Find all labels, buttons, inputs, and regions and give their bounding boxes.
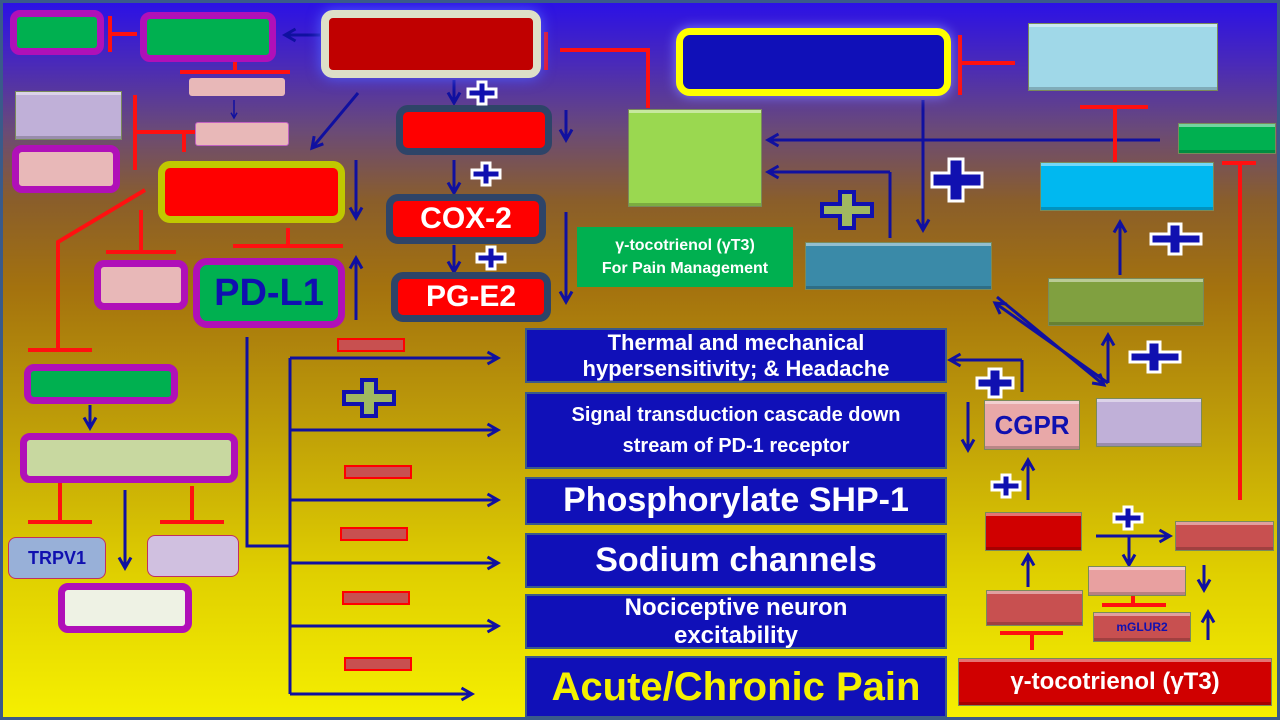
trpv1-label: TRPV1 — [27, 547, 87, 568]
pge2-label: PG-E2 — [425, 280, 517, 313]
activation-arrows — [82, 27, 1216, 640]
node-sky-blue — [1040, 162, 1214, 211]
title-line-1: γ-tocotrienol (γT3) — [615, 236, 755, 254]
plus-icon — [1149, 222, 1203, 256]
node-pale-green — [20, 433, 238, 483]
inhibition-lines — [28, 16, 1256, 650]
node-pink-2 — [195, 122, 289, 146]
node-red-upstream — [396, 105, 552, 155]
node-green-right — [1178, 123, 1276, 154]
outcome-5-line1: Acute/Chronic Pain — [551, 665, 921, 709]
node-green-lower — [24, 364, 178, 404]
minus-icon — [344, 465, 412, 479]
node-lavender-right — [1096, 398, 1202, 447]
plus-icon — [466, 80, 498, 106]
outcome-sodium-channels: Sodium channels — [525, 533, 947, 588]
node-navy-top — [676, 28, 951, 96]
outcome-2-line1: Phosphorylate SHP-1 — [563, 481, 909, 520]
node-pink-1 — [189, 78, 285, 96]
node-pink-left — [12, 145, 120, 193]
outcome-arrows — [290, 350, 502, 702]
node-pink-right — [1088, 566, 1186, 596]
plus-icon — [930, 157, 984, 203]
outcome-4-line1: Nociceptive neuron — [624, 593, 848, 621]
cgpr-label: CGPR — [994, 409, 1070, 440]
node-rose-right — [1175, 521, 1274, 551]
node-pge2: PG-E2 — [391, 272, 551, 322]
node-source-gt3: γ-tocotrienol (γT3) — [958, 658, 1272, 706]
node-lime-square — [628, 109, 762, 207]
plus-icon — [1128, 340, 1182, 374]
outcome-1-line1: Signal transduction cascade down — [571, 403, 901, 426]
node-light-blue — [1028, 23, 1218, 91]
plus-icon — [820, 190, 874, 230]
outcome-pain: Acute/Chronic Pain — [525, 656, 947, 718]
outcome-3-line1: Sodium channels — [595, 540, 877, 579]
title-line-2: For Pain Management — [601, 260, 769, 277]
title-box: γ-tocotrienol (γT3) For Pain Management — [577, 227, 793, 287]
pd-l1-branch-lines — [245, 337, 292, 694]
node-pd-l1: PD-L1 — [193, 258, 345, 328]
outcome-0-line1: Thermal and mechanical — [607, 330, 865, 356]
node-lavender-lower — [147, 535, 239, 577]
node-red-main — [321, 10, 541, 78]
node-trpv1: TRPV1 — [8, 537, 106, 579]
outcome-1-line2: stream of PD-1 receptor — [622, 434, 850, 457]
plus-icon — [475, 245, 507, 271]
node-rose-left — [986, 590, 1083, 626]
minus-icon — [337, 338, 405, 352]
outcome-hypersensitivity: Thermal and mechanical hypersensitivity;… — [525, 328, 947, 383]
pd-l1-label: PD-L1 — [214, 271, 324, 314]
outcome-nociceptive: Nociceptive neuron excitability — [525, 594, 947, 649]
cox2-label: COX-2 — [420, 202, 512, 235]
plus-icon — [990, 473, 1022, 499]
outcome-shp1: Phosphorylate SHP-1 — [525, 477, 947, 525]
mglur2-label: mGLUR2 — [1116, 620, 1168, 634]
outcome-0-line2: hypersensitivity; & Headache — [582, 355, 890, 381]
node-green-top — [140, 12, 276, 62]
minus-icon — [344, 657, 412, 671]
minus-icon — [342, 591, 410, 605]
node-teal — [805, 242, 992, 290]
plus-icon — [1112, 505, 1144, 531]
node-pink-small — [94, 260, 188, 310]
minus-icon — [340, 527, 408, 541]
outcome-4-line2: excitability — [673, 621, 799, 649]
outcome-signal-transduction: Signal transduction cascade down stream … — [525, 392, 947, 469]
node-red-mid — [158, 161, 345, 223]
node-white — [58, 583, 192, 633]
source-label: γ-tocotrienol (γT3) — [1010, 668, 1220, 695]
node-cox2: COX-2 — [386, 194, 546, 244]
plus-icon — [470, 161, 502, 187]
node-dark-red — [985, 512, 1082, 551]
plus-icon — [975, 367, 1015, 399]
node-mglur2: mGLUR2 — [1093, 612, 1191, 642]
node-olive — [1048, 278, 1204, 326]
node-cgpr: CGPR — [984, 400, 1080, 450]
node-lavender-left — [15, 91, 122, 140]
node-green-far-left — [10, 10, 104, 55]
plus-icon — [342, 378, 396, 418]
